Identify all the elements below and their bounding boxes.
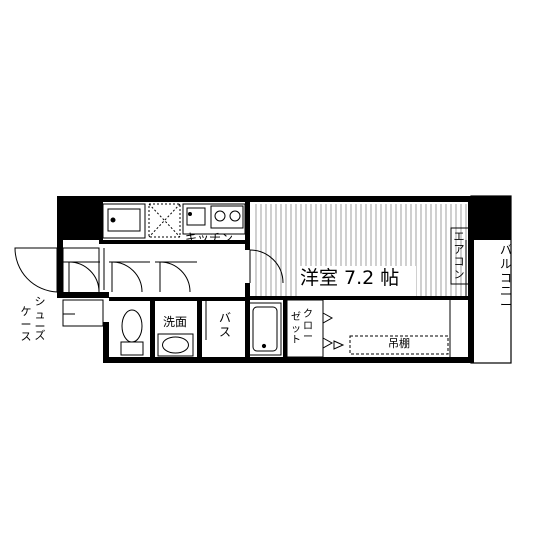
stove-icon	[210, 205, 244, 229]
western-room-label: 洋室 7.2 帖	[300, 267, 400, 289]
doors	[66, 248, 284, 340]
shelf-label: 吊棚	[388, 337, 410, 350]
closet-label-line1: クロー	[303, 309, 313, 343]
shoe-case-label-line3: ケース	[20, 305, 32, 344]
bathtub-icon	[248, 302, 282, 356]
shoe-case-label-line2: ズ	[34, 329, 46, 342]
sink-icon	[182, 203, 246, 235]
closet-label-line2: ゼット	[291, 312, 301, 346]
aircon-label: エアコン	[453, 230, 465, 281]
washbasin-icon	[157, 333, 194, 357]
washroom-label: 洗面	[163, 315, 188, 329]
closet	[286, 299, 451, 358]
kitchen-label: キッチン	[185, 231, 234, 245]
aircon-unit	[450, 227, 470, 285]
bath-label: バス	[218, 311, 231, 339]
refrigerator-icon	[102, 203, 146, 239]
toilet-icon	[120, 309, 144, 356]
washer-pan-icon	[148, 203, 181, 238]
outer-walls	[57, 196, 511, 363]
hanging-shelf	[333, 335, 449, 355]
balcony-label: バルコニー	[499, 243, 512, 313]
inner-walls	[99, 202, 468, 363]
room-label-mask	[298, 266, 416, 296]
shoe-case-label-line1: シュー	[34, 295, 46, 334]
